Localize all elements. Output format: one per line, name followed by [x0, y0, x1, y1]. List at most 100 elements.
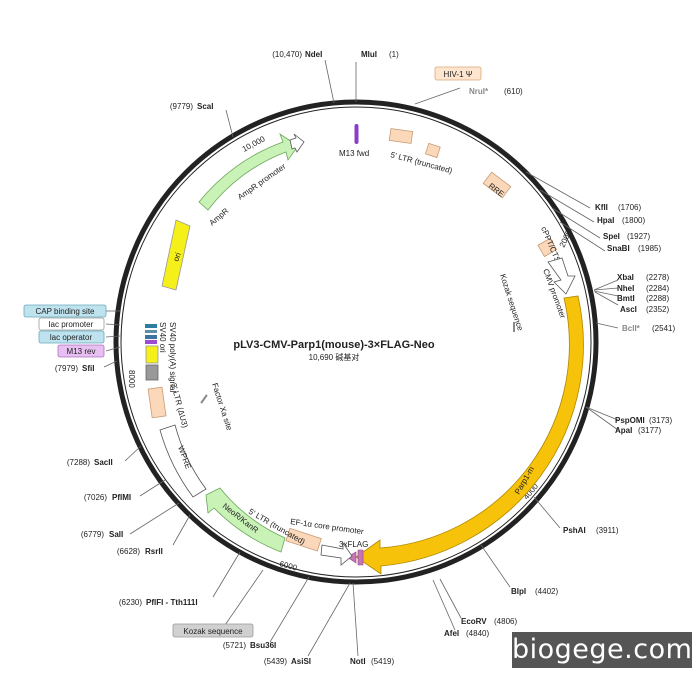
enzyme-pos: (2284)	[646, 284, 669, 293]
enzyme-pos: (1706)	[618, 203, 641, 212]
feature-5ltr-top	[388, 128, 414, 144]
lac-promoter-box	[38, 317, 105, 331]
feature-hiv-psi	[424, 142, 441, 159]
feature-wpre	[159, 424, 207, 498]
enzyme-pos: (3177)	[638, 426, 661, 435]
enzyme-name: AfeI	[444, 629, 459, 638]
enzyme-name: NheI	[617, 284, 634, 293]
enzyme-name: ScaI	[197, 102, 213, 111]
lac-operator-block	[145, 335, 157, 339]
enzyme-pos: (7026)	[84, 493, 107, 502]
enzyme-pos: (1)	[389, 50, 399, 59]
enzyme-name: NruI*	[469, 87, 489, 96]
enzyme-name: MluI	[361, 50, 377, 59]
enzyme-pos: (6230)	[119, 598, 142, 607]
enzyme-pos: (9779)	[170, 102, 193, 111]
lac-promoter-block	[145, 330, 157, 333]
feature-label-kozak-inner: Kozak sequence	[498, 273, 525, 333]
enzyme-name: BclI*	[622, 324, 641, 333]
kozak-label: Kozak sequence	[183, 627, 243, 636]
enzyme-pos: (4402)	[535, 587, 558, 596]
enzyme-pos: (6628)	[117, 547, 140, 556]
enzyme-name: XbaI	[617, 273, 634, 282]
enzyme-pos: (6779)	[81, 530, 104, 539]
cap-site-label: CAP binding site	[36, 307, 96, 316]
enzyme-pos: (2541)	[652, 324, 675, 333]
enzyme-pos: (2278)	[646, 273, 669, 282]
cap-site-block	[145, 324, 157, 328]
feature-label-m13-fwd: M13 fwd	[339, 149, 369, 158]
plasmid-size: 10,690 碱基对	[309, 352, 360, 362]
enzyme-pos: (4840)	[466, 629, 489, 638]
enzyme-pos: (3911)	[596, 526, 619, 535]
enzyme-name: KflI	[595, 203, 608, 212]
lac-operator-label: lac operator	[50, 333, 93, 342]
feature-label-factor-xa: Factor Xa site	[210, 382, 234, 432]
enzyme-name: RsrII	[145, 547, 163, 556]
enzyme-pos: (5439)	[264, 657, 287, 666]
feature-rre	[482, 171, 512, 199]
enzyme-pos: (5419)	[371, 657, 394, 666]
feature-cppt	[537, 237, 558, 258]
feature-label-3xflag: 3xFLAG	[339, 540, 368, 549]
enzyme-pos: (2288)	[646, 294, 669, 303]
feature-3xflag	[346, 549, 364, 566]
enzyme-name: AscI	[620, 305, 637, 314]
enzyme-pos: (2352)	[646, 305, 669, 314]
ruler-tick-label: 8000	[127, 370, 136, 388]
feature-sv40-polya	[145, 345, 159, 364]
enzyme-name: BmtI	[617, 294, 635, 303]
enzyme-pos: (3173)	[649, 416, 672, 425]
m13-fwd-marker	[354, 124, 359, 144]
enzyme-name: SfiI	[82, 364, 94, 373]
feature-ampr-promoter	[289, 133, 305, 153]
enzyme-name: HpaI	[597, 216, 614, 225]
m13-rev-block	[145, 340, 157, 344]
feature-3ltr	[147, 386, 167, 419]
factor-xa-marker	[200, 394, 208, 404]
enzyme-leaders	[103, 59, 619, 657]
enzyme-name: ApaI	[615, 426, 632, 435]
feature-sv40-ori	[145, 364, 159, 381]
kozak-inner-marker	[513, 322, 515, 332]
feature-ori	[161, 219, 191, 291]
enzyme-name: PspOMI	[615, 416, 645, 425]
m13-rev-box	[57, 344, 105, 358]
feature-neor	[205, 487, 286, 553]
enzyme-pos: (4806)	[494, 617, 517, 626]
feature-label-sv40-polya: SV40 poly(A) signal	[168, 322, 177, 392]
enzyme-pos: (10,470)	[272, 50, 302, 59]
enzyme-name: SpeI	[603, 232, 620, 241]
lac-operator-box	[38, 330, 105, 344]
enzyme-name: NotI	[350, 657, 366, 666]
enzyme-pos: (7979)	[55, 364, 78, 373]
feature-label-sv40-ori: SV40 ori	[158, 322, 167, 353]
enzyme-name: NdeI	[305, 50, 322, 59]
feature-ef1a-promoter	[320, 541, 353, 566]
enzyme-name: PshAI	[563, 526, 586, 535]
feature-label-ori: ori	[171, 251, 183, 263]
enzyme-name: SalI	[109, 530, 123, 539]
enzyme-name: EcoRV	[461, 617, 487, 626]
enzyme-name: SacII	[94, 458, 113, 467]
enzyme-name: AsiSI	[291, 657, 311, 666]
kozak-box	[172, 623, 254, 638]
hiv-psi-box	[434, 66, 482, 81]
enzyme-name: BlpI	[511, 587, 526, 596]
enzyme-name: PflFI - Tth111I	[146, 598, 198, 607]
plasmid-title: pLV3-CMV-Parp1(mouse)-3×FLAG-Neo	[233, 339, 434, 351]
enzyme-pos: (7288)	[67, 458, 90, 467]
enzyme-pos: (1985)	[638, 244, 661, 253]
enzyme-name: SnaBI	[607, 244, 630, 253]
lac-promoter-label: lac promoter	[49, 320, 94, 329]
enzyme-name: PflMI	[112, 493, 131, 502]
enzyme-pos: (610)	[504, 87, 523, 96]
m13-rev-label: M13 rev	[67, 347, 96, 356]
plasmid-backbone-inner	[120, 106, 592, 578]
feature-5ltr-bottom	[285, 527, 322, 552]
feature-label-5ltr-top: 5' LTR (truncated)	[389, 150, 453, 175]
enzyme-name: Bsu36I	[250, 641, 276, 650]
watermark: biogege.com	[512, 632, 692, 668]
enzyme-pos: (1800)	[622, 216, 645, 225]
